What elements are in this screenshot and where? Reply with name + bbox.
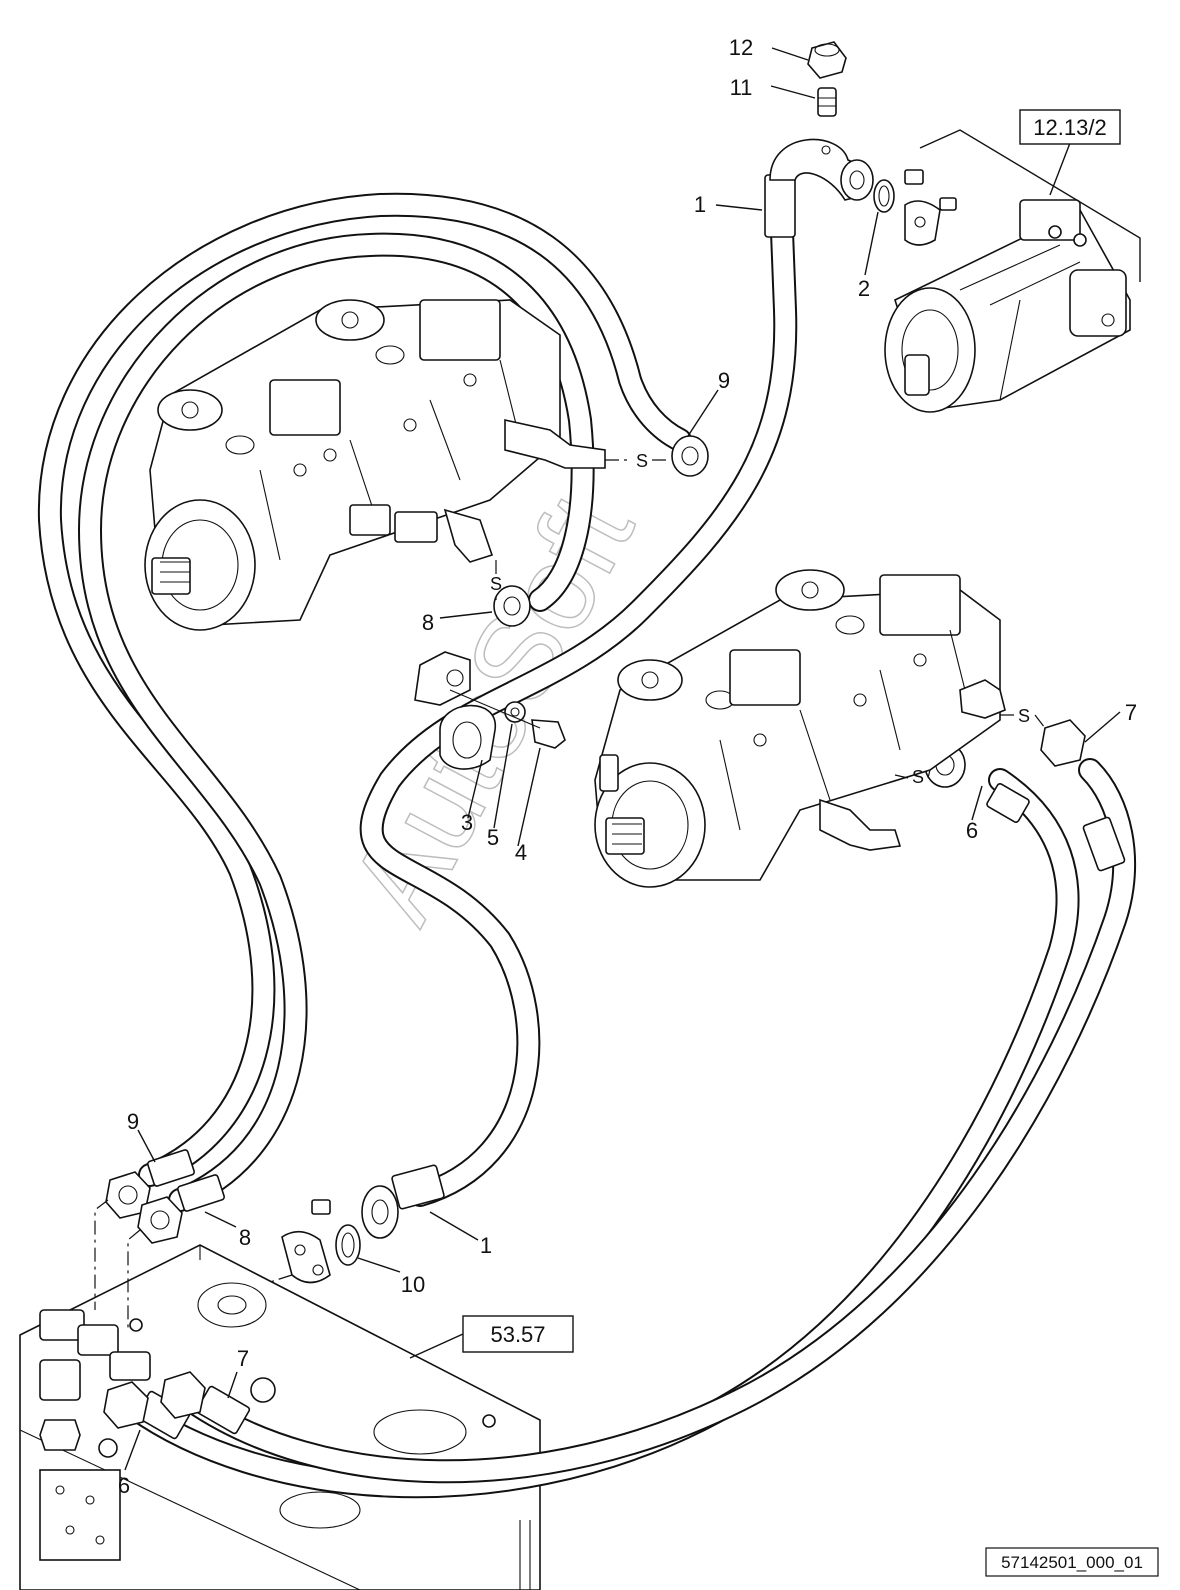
callout-4: 4	[515, 840, 527, 865]
callout-2: 2	[858, 276, 870, 301]
hose-7	[178, 758, 1137, 1484]
reference-box-motor: 12.13/2	[1019, 109, 1121, 145]
s-mark: S	[490, 574, 502, 594]
s-marks: S S S S	[490, 451, 1046, 787]
hydraulic-tank	[19, 1244, 541, 1590]
callout-8: 8	[422, 610, 434, 635]
callout-7: 7	[237, 1346, 249, 1371]
callout-6: 6	[966, 818, 978, 843]
s-mark: S	[912, 767, 924, 787]
assembly-lines	[94, 1199, 293, 1330]
connector-11	[817, 87, 837, 117]
hose-1	[359, 168, 798, 1207]
callout-7: 7	[1125, 700, 1137, 725]
callout-5: 5	[487, 825, 499, 850]
clamp-assembly	[414, 651, 566, 770]
o-ring-2	[873, 179, 895, 213]
callout-12: 12	[729, 35, 753, 60]
s-mark: S	[636, 451, 648, 471]
motor-ref-leader	[1049, 142, 1071, 196]
callout-1: 1	[480, 1233, 492, 1258]
leader-lines	[124, 47, 1121, 1471]
callout-6: 6	[118, 1473, 130, 1498]
callout-9: 9	[127, 1109, 139, 1134]
callout-8: 8	[239, 1225, 251, 1250]
drawing-id: 57142501_000_01	[1001, 1553, 1143, 1572]
pump-assembly-lower	[594, 569, 1006, 888]
pump-assembly-upper	[144, 299, 606, 631]
reference-label: 53.57	[490, 1322, 545, 1347]
callout-1: 1	[694, 192, 706, 217]
callout-3: 3	[461, 810, 473, 835]
callout-10: 10	[401, 1272, 425, 1297]
drive-motor	[884, 169, 1131, 413]
s-mark: S	[1018, 706, 1030, 726]
drawing-id-box: 57142501_000_01	[985, 1547, 1159, 1577]
flange-seal-10	[281, 1199, 361, 1284]
callout-labels: 12 11 1 2 9 8 7 6 3 5 4 9 8 1 10 7 6	[118, 35, 1137, 1498]
motor-ref-bracket	[919, 129, 1141, 282]
elbow-fitting	[769, 138, 874, 201]
hose-9	[37, 192, 692, 1187]
hose-6	[118, 768, 1080, 1499]
hose-ferrules	[135, 174, 1126, 1440]
callout-9: 9	[718, 368, 730, 393]
reference-label: 12.13/2	[1033, 115, 1106, 140]
callout-11: 11	[730, 75, 753, 100]
hose-8	[78, 232, 595, 1212]
nut-12	[807, 41, 847, 79]
reference-box-tank: 53.57	[409, 1315, 574, 1359]
